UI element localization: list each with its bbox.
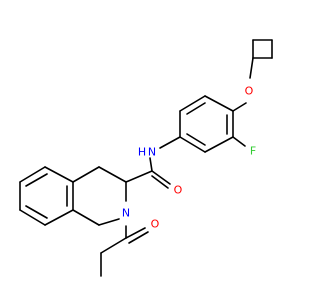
bond: [159, 136, 181, 149]
bond: [98, 166, 127, 183]
bond: [125, 170, 153, 183]
atom-label-fluorine: F: [250, 145, 256, 158]
bond: [204, 95, 234, 112]
bond: [151, 170, 171, 185]
bond: [232, 102, 247, 112]
bond: [179, 95, 206, 112]
bond: [149, 157, 153, 172]
bond: [186, 102, 206, 115]
bond: [25, 205, 48, 219]
bond: [25, 173, 48, 187]
bond: [232, 136, 246, 147]
molecule-structure: O F H N O N O: [19, 39, 273, 277]
atom-label-amide-hydrogen: H: [138, 146, 146, 159]
bond: [128, 231, 149, 244]
bond: [44, 166, 74, 183]
bond: [125, 227, 146, 239]
atom-label-ether-oxygen: O: [245, 85, 254, 98]
bond: [44, 209, 74, 226]
bond: [72, 209, 100, 226]
bond: [19, 166, 46, 183]
bond: [249, 57, 254, 79]
atom-label-amide-nitrogen: N: [148, 146, 156, 159]
atom-label-acetyl-oxygen: O: [151, 218, 160, 231]
atom-label-amide-oxygen: O: [174, 184, 183, 197]
atom-label-ring-nitrogen: N: [122, 207, 130, 220]
bond: [98, 218, 120, 226]
bond: [186, 133, 206, 146]
bond: [19, 209, 46, 226]
bond: [100, 237, 127, 254]
bond: [72, 166, 100, 183]
bond: [151, 175, 169, 189]
bond: [204, 136, 234, 153]
bond: [179, 136, 206, 153]
